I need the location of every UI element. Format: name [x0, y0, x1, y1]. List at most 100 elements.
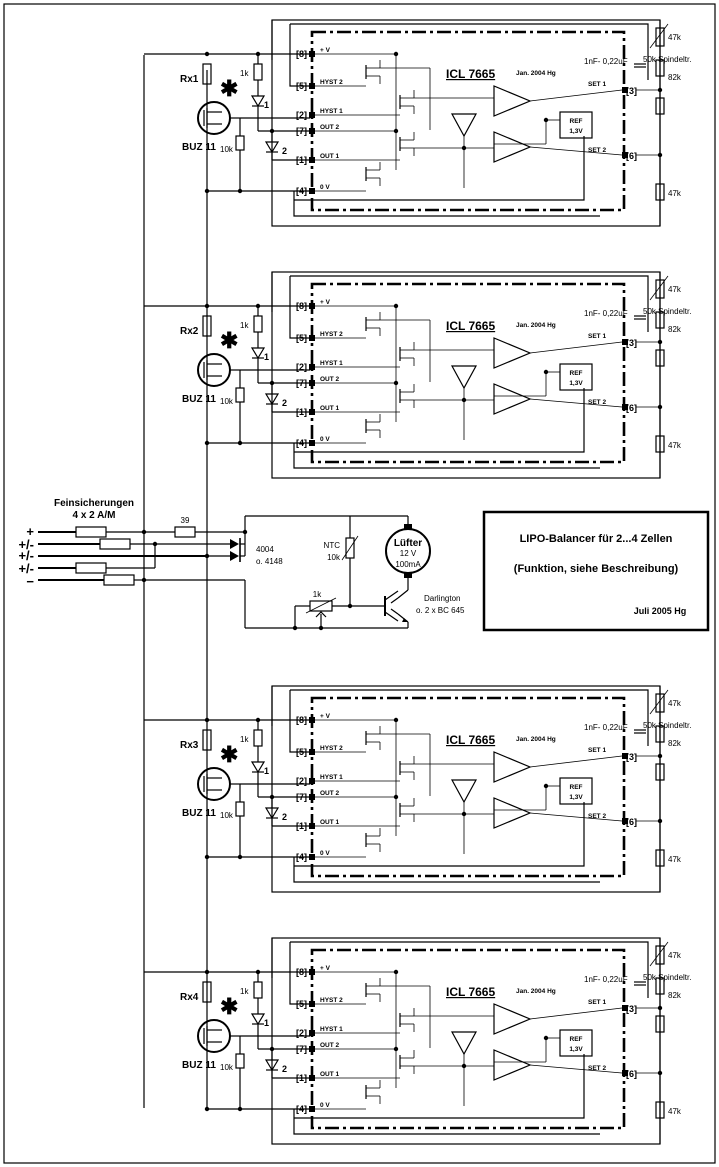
darlington-label-1: Darlington: [424, 594, 460, 603]
rx-resistor: [202, 63, 212, 85]
reference-block: [559, 1029, 593, 1057]
gate-resistor-label: 10k: [220, 397, 234, 406]
pin-label-out1: OUT 1: [320, 1071, 340, 1078]
mosfet-buz11: [197, 353, 231, 387]
title-line-2: (Funktion, siehe Beschreibung): [514, 563, 679, 575]
rail-label-3: +/-: [18, 548, 34, 563]
led-1-label: 1: [264, 766, 269, 776]
pot-1k-label: 1k: [313, 590, 322, 599]
buffer-triangle: [450, 365, 478, 390]
pin-label-set2: SET 2: [588, 813, 606, 820]
pin-p5: [5]: [296, 999, 307, 1009]
chip-name: ICL 7665: [446, 985, 495, 999]
rx-label: Rx4: [180, 992, 199, 1003]
title-line-3: Juli 2005 Hg: [634, 606, 687, 616]
gate-resistor-10k: [235, 387, 245, 403]
reference-label-2: 1,3V: [569, 380, 583, 387]
fuse-1: [75, 526, 107, 538]
led-1: [250, 95, 266, 108]
reference-block: [559, 111, 593, 139]
buffer-triangle: [450, 1031, 478, 1056]
pin-label-out2: OUT 2: [320, 790, 340, 797]
led-1: [250, 1013, 266, 1026]
comparator-1: [493, 751, 532, 783]
balancer-module-2: [8]+ V[5]HYST 2[2]HYST 1[7]OUT 2[1]OUT 1…: [144, 271, 691, 479]
gate-resistor-label: 10k: [220, 1063, 234, 1072]
fan-label-2: 12 V: [400, 549, 417, 558]
led-resistor-label: 1k: [240, 321, 249, 330]
capacitor-label: 1nF- 0,22uF: [584, 723, 628, 732]
rail-label-5: −: [26, 574, 34, 589]
resistor-47k-bottom: 47k: [668, 1107, 682, 1116]
pin-p3: [3]: [626, 752, 637, 762]
ntc-label-1: NTC: [324, 541, 341, 550]
reference-label-1: REF: [570, 1036, 583, 1043]
pin-label-zerov: 0 V: [320, 184, 330, 191]
reference-label-1: REF: [570, 118, 583, 125]
ntc-label-2: 10k: [327, 553, 341, 562]
pin-label-vplus: + V: [320, 47, 331, 54]
pin-label-hyst1: HYST 1: [320, 774, 343, 781]
led-1: [250, 347, 266, 360]
comparator-1: [493, 337, 532, 369]
led-2-label: 2: [282, 398, 287, 408]
led-resistor-1k: [253, 315, 263, 333]
rail-label-2: +/-: [18, 537, 34, 552]
pin-label-set1: SET 1: [588, 747, 606, 754]
reference-label-2: 1,3V: [569, 794, 583, 801]
led-resistor-1k: [253, 729, 263, 747]
pin-p5: [5]: [296, 81, 307, 91]
mosfet-label: BUZ 11: [182, 142, 216, 153]
led-1: [250, 761, 266, 774]
led-resistor-1k: [253, 981, 263, 999]
resistor-39-label: 39: [181, 516, 190, 525]
ic-outline: [310, 30, 626, 212]
buffer-triangle: [450, 113, 478, 138]
comparator-2: [493, 131, 532, 163]
led-resistor-1k: [253, 63, 263, 81]
led-resistor-label: 1k: [240, 987, 249, 996]
trimmer-label: 50k Spindeltr.: [643, 307, 691, 316]
led-1-label: 1: [264, 352, 269, 362]
resistor-47k-bottom: 47k: [668, 189, 682, 198]
pin-p5: [5]: [296, 333, 307, 343]
trimmer-50k: [655, 693, 665, 713]
fuse-2: [99, 538, 131, 550]
chip-date: Jan. 2004 Hg: [516, 70, 556, 77]
pin-label-zerov: 0 V: [320, 1102, 330, 1109]
rx-label: Rx3: [180, 740, 199, 751]
ic-outline: [310, 948, 626, 1130]
title-line-1: LIPO-Balancer für 2...4 Zellen: [520, 533, 673, 545]
pin-label-out2: OUT 2: [320, 376, 340, 383]
pin-label-hyst2: HYST 2: [320, 331, 343, 338]
fuses-label-1: Feinsicherungen: [54, 498, 134, 509]
trimmer-50k: [655, 279, 665, 299]
resistor-47k-bottom: 47k: [668, 855, 682, 864]
capacitor-label: 1nF- 0,22uF: [584, 975, 628, 984]
capacitor-label: 1nF- 0,22uF: [584, 57, 628, 66]
resistor-82k: 82k: [668, 325, 682, 334]
led-1-label: 1: [264, 1018, 269, 1028]
chip-name: ICL 7665: [446, 67, 495, 81]
ic-outline: [310, 282, 626, 464]
pin-label-set1: SET 1: [588, 333, 606, 340]
reference-label-2: 1,3V: [569, 128, 583, 135]
comparator-1: [493, 85, 532, 117]
pin-label-zerov: 0 V: [320, 436, 330, 443]
led-2-label: 2: [282, 1064, 287, 1074]
chip-date: Jan. 2004 Hg: [516, 322, 556, 329]
ic-outline: [310, 696, 626, 878]
star-mark: ✱: [220, 742, 238, 767]
pin-p3: [3]: [626, 86, 637, 96]
led-2-label: 2: [282, 812, 287, 822]
led-resistor-label: 1k: [240, 735, 249, 744]
led-1-label: 1: [264, 100, 269, 110]
trimmer-label: 50k Spindeltr.: [643, 55, 691, 64]
pin-label-set1: SET 1: [588, 81, 606, 88]
mosfet-label: BUZ 11: [182, 1060, 216, 1071]
resistor-39: [174, 526, 196, 538]
fan-label-3: 100mA: [395, 560, 421, 569]
resistor-47k-top: 47k: [668, 951, 682, 960]
mosfet-buz11: [197, 767, 231, 801]
